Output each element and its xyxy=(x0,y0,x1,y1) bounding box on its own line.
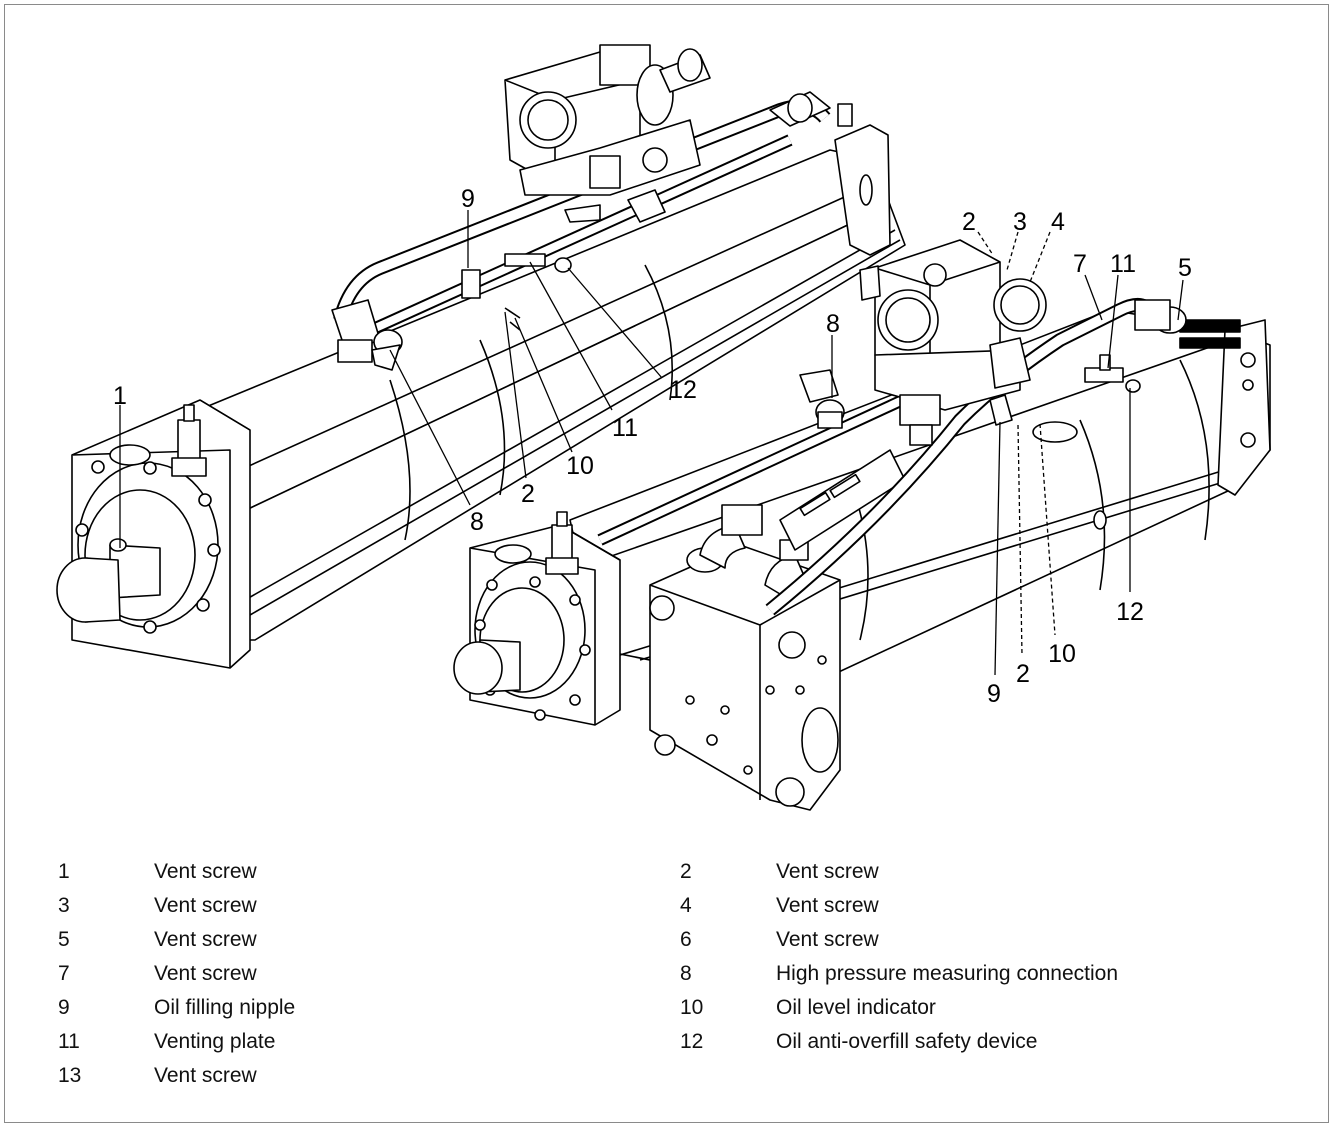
legend-label: Vent screw xyxy=(154,962,257,985)
callout-12-left: 12 xyxy=(669,376,697,404)
figure-frame xyxy=(4,4,1329,1123)
legend-label: Oil filling nipple xyxy=(154,996,296,1019)
legend-number: 12 xyxy=(680,1030,704,1053)
callout-9-left: 9 xyxy=(461,185,475,213)
legend-number: 4 xyxy=(680,894,692,917)
legend-number: 5 xyxy=(58,928,70,951)
callout-7-right: 7 xyxy=(1073,250,1087,278)
legend-label: Oil level indicator xyxy=(776,996,936,1019)
left-actuator xyxy=(56,44,906,669)
legend-label: Vent screw xyxy=(776,894,879,917)
right-actuator xyxy=(453,239,1271,811)
callout-10-left: 10 xyxy=(566,452,594,480)
legend-label: Vent screw xyxy=(154,894,257,917)
callout-2-left: 2 xyxy=(521,480,535,508)
legend-number: 7 xyxy=(58,962,70,985)
callout-8-left: 8 xyxy=(470,508,484,536)
legend: 1 Vent screw 2 Vent screw 3 Vent screw 4… xyxy=(0,858,1335,1098)
legend-number: 3 xyxy=(58,894,70,917)
legend-label: Vent screw xyxy=(154,860,257,883)
legend-label: Vent screw xyxy=(776,928,879,951)
legend-label: High pressure measuring connection xyxy=(776,962,1119,985)
legend-number: 13 xyxy=(58,1064,82,1087)
callout-1-left: 1 xyxy=(113,382,127,410)
callout-11-left: 11 xyxy=(612,414,638,442)
legend-label: Vent screw xyxy=(154,1064,257,1087)
callout-2-right-bottom: 2 xyxy=(1016,660,1030,688)
callout-4-right: 4 xyxy=(1051,208,1065,236)
legend-number: 1 xyxy=(58,860,70,883)
legend-label: Oil anti-overfill safety device xyxy=(776,1030,1038,1053)
callout-8-right: 8 xyxy=(826,310,840,338)
legend-number: 2 xyxy=(680,860,692,883)
legend-number: 9 xyxy=(58,996,70,1019)
callouts-right: 2 3 4 7 11 5 8 12 10 2 9 xyxy=(826,208,1192,708)
actuator-illustration: 1 9 12 11 10 2 8 2 3 4 7 11 5 8 12 10 2 … xyxy=(56,44,1271,811)
legend-number: 8 xyxy=(680,962,692,985)
callout-9-right: 9 xyxy=(987,680,1001,708)
legend-label: Vent screw xyxy=(154,928,257,951)
legend-number: 6 xyxy=(680,928,692,951)
callout-2-right-top: 2 xyxy=(962,208,976,236)
legend-number: 10 xyxy=(680,996,704,1019)
callout-10-right: 10 xyxy=(1048,640,1076,668)
callout-3-right: 3 xyxy=(1013,208,1027,236)
callouts-left: 1 9 12 11 10 2 8 xyxy=(113,185,697,536)
callout-5-right: 5 xyxy=(1178,254,1192,282)
legend-label: Vent screw xyxy=(776,860,879,883)
callout-11-right: 11 xyxy=(1110,250,1136,278)
legend-label: Venting plate xyxy=(154,1030,276,1053)
legend-number: 11 xyxy=(58,1030,80,1053)
leader-lines xyxy=(119,210,1184,676)
callout-12-right: 12 xyxy=(1116,598,1144,626)
